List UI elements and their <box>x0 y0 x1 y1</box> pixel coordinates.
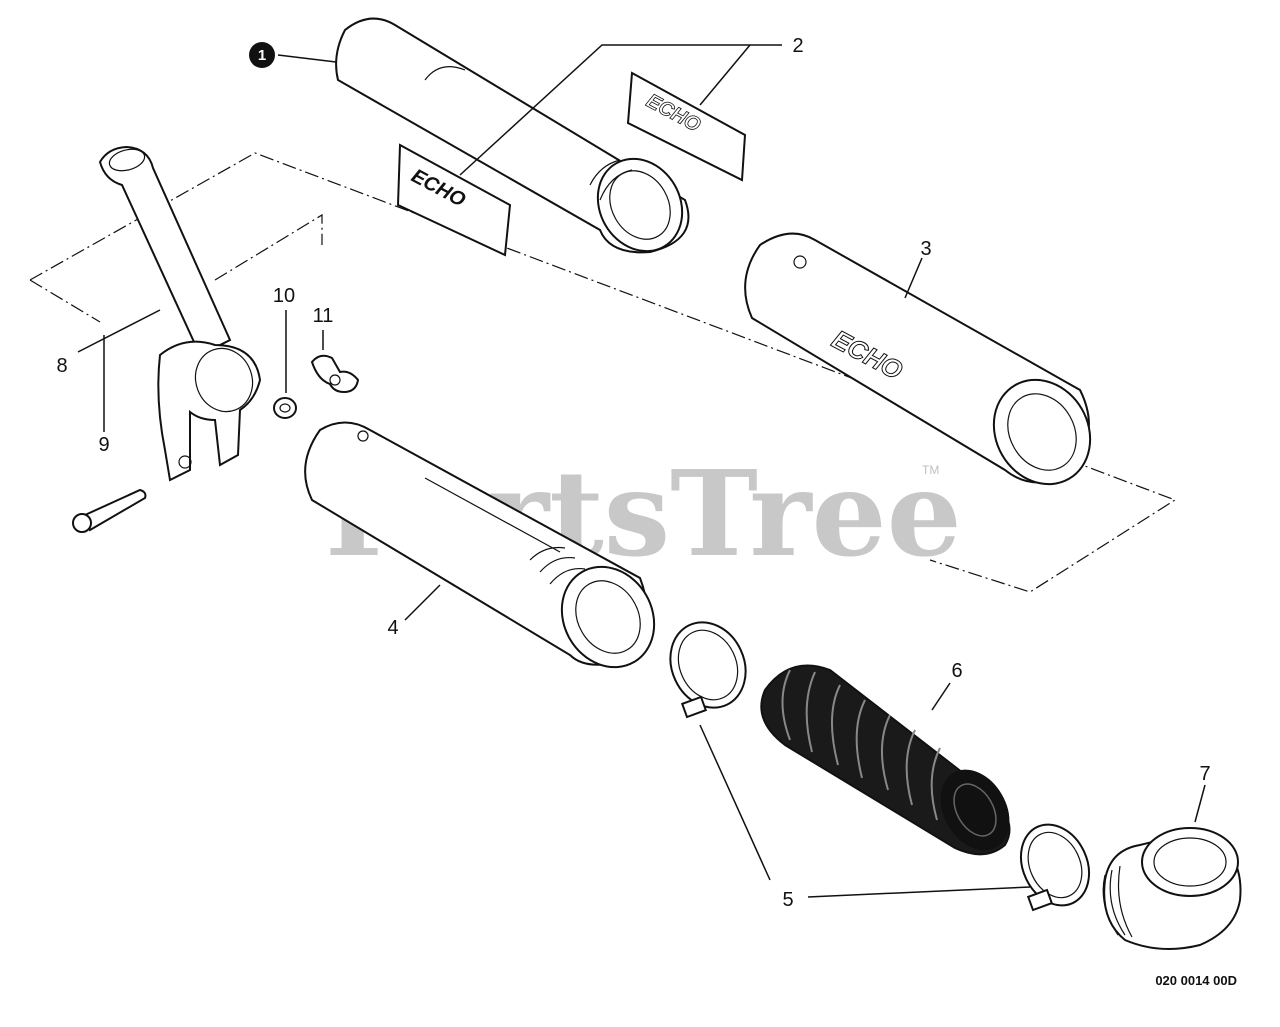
part-8-handle[interactable] <box>98 145 262 482</box>
part-1-upper-pipe[interactable] <box>335 17 699 267</box>
callout-10[interactable]: 10 <box>273 285 295 307</box>
part-9-bolt[interactable] <box>72 488 147 533</box>
part-11-wing-nut[interactable] <box>310 354 360 394</box>
leader-lines <box>77 44 1206 898</box>
callout-7[interactable]: 7 <box>1199 763 1210 785</box>
trademark-mark: TM <box>922 463 939 477</box>
callout-1-badge <box>249 42 275 68</box>
part-6-flexible-hose[interactable] <box>760 664 1022 862</box>
callout-1[interactable]: 1 <box>258 47 266 64</box>
callout-3[interactable]: 3 <box>920 238 931 260</box>
callout-11[interactable]: 11 <box>313 305 334 327</box>
part-2-decals[interactable]: ECHO ECHO <box>396 71 747 257</box>
assembly-outline <box>29 152 1177 593</box>
part-10-washer[interactable] <box>273 397 297 419</box>
callout-4[interactable]: 4 <box>387 617 398 639</box>
part-5-hose-clamps[interactable] <box>657 610 1102 917</box>
part-4-lower-pipe[interactable] <box>304 421 672 685</box>
document-number: 020 0014 00D <box>1155 973 1237 988</box>
callout-2[interactable]: 2 <box>792 35 803 57</box>
callout-6[interactable]: 6 <box>951 660 962 682</box>
callout-9[interactable]: 9 <box>98 434 109 456</box>
callouts: 1 2 3 4 5 6 7 8 9 10 11 <box>56 35 1210 911</box>
callout-8[interactable]: 8 <box>56 355 67 377</box>
part-7-elbow[interactable] <box>1102 827 1242 950</box>
callout-5[interactable]: 5 <box>782 889 793 911</box>
